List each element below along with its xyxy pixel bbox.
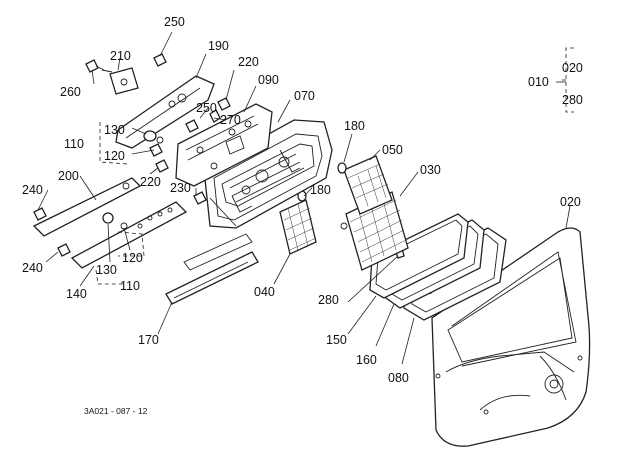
part-050-board xyxy=(343,155,393,215)
part-170-strip xyxy=(165,233,259,305)
leader-lines xyxy=(37,31,571,365)
label-240: 240 xyxy=(22,183,43,197)
label-110: 110 xyxy=(64,137,84,151)
label-250: 250 xyxy=(164,15,185,29)
label-270: 270 xyxy=(220,113,241,127)
label-280-list: 280 xyxy=(562,93,583,107)
label-140: 140 xyxy=(66,287,87,301)
label-240-b: 240 xyxy=(22,261,43,275)
part-200-plate xyxy=(32,177,142,237)
label-120: 120 xyxy=(104,149,125,163)
label-250-b: 250 xyxy=(196,101,217,115)
part-190-plate xyxy=(115,75,215,149)
part-040-panel xyxy=(279,199,317,255)
label-170: 170 xyxy=(138,333,159,347)
label-020: 020 xyxy=(560,195,581,209)
label-120-b: 120 xyxy=(122,251,143,265)
part-labels: 250 210 190 260 220 090 250 270 070 130 … xyxy=(22,15,583,416)
label-030: 030 xyxy=(420,163,441,177)
part-210-bracket xyxy=(101,67,139,95)
label-280: 280 xyxy=(318,293,339,307)
screws xyxy=(33,53,231,257)
part-150-gasket xyxy=(369,213,469,299)
label-220-b: 220 xyxy=(140,175,161,189)
label-210: 210 xyxy=(110,49,131,63)
part-020-cover xyxy=(431,227,591,447)
label-180: 180 xyxy=(344,119,365,133)
label-150: 150 xyxy=(326,333,347,347)
label-020-list: 020 xyxy=(562,61,583,75)
label-070: 070 xyxy=(294,89,315,103)
label-160: 160 xyxy=(356,353,377,367)
label-190: 190 xyxy=(208,39,229,53)
label-130: 130 xyxy=(104,123,125,137)
label-260: 260 xyxy=(60,85,81,99)
label-080: 080 xyxy=(388,371,409,385)
label-040: 040 xyxy=(254,285,275,299)
label-180-b: 180 xyxy=(310,183,331,197)
part-090-bracket xyxy=(175,103,273,187)
part-140-plate xyxy=(70,201,188,269)
label-200: 200 xyxy=(58,169,79,183)
label-090: 090 xyxy=(258,73,279,87)
part-180-bulbs xyxy=(297,162,347,202)
label-050: 050 xyxy=(382,143,403,157)
group-outlines xyxy=(95,47,574,285)
label-010: 010 xyxy=(528,75,549,89)
part-130-120-knobs xyxy=(102,130,164,230)
label-230: 230 xyxy=(170,181,191,195)
drawing-code: 3A021 - 087 - 12 xyxy=(84,406,148,416)
label-130-b: 130 xyxy=(96,263,117,277)
part-070-housing xyxy=(203,119,333,229)
label-220: 220 xyxy=(238,55,259,69)
label-110-b: 110 xyxy=(120,279,140,293)
